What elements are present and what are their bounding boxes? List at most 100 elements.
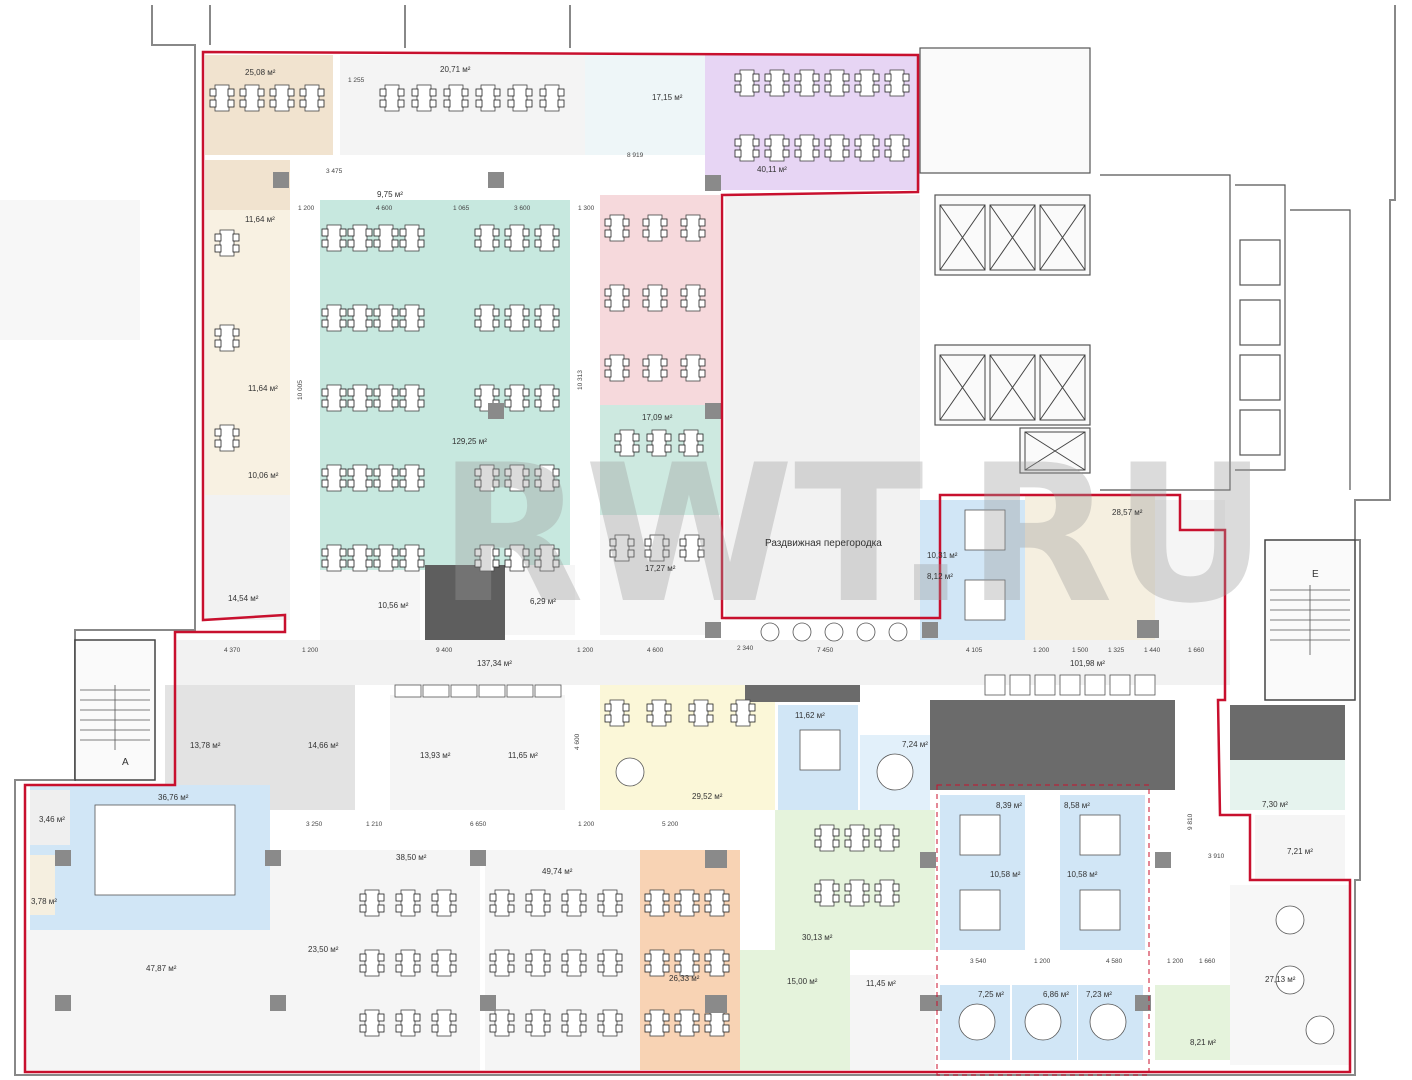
chair — [692, 953, 700, 962]
stair-a: A — [74, 639, 156, 781]
chair — [680, 358, 688, 367]
chair — [692, 964, 700, 973]
chair — [722, 1024, 730, 1033]
dimension: 3 910 — [1208, 853, 1225, 860]
chair — [646, 703, 654, 712]
chair — [347, 468, 355, 477]
chair — [522, 399, 530, 408]
chair — [662, 1024, 670, 1033]
room-office-lower — [270, 850, 355, 1070]
meeting-table — [964, 579, 1006, 621]
desk — [404, 384, 420, 412]
chair — [395, 964, 403, 973]
chair — [660, 358, 668, 367]
chair — [552, 468, 560, 477]
chair — [844, 828, 852, 837]
dimension: 4 370 — [224, 647, 241, 654]
desk — [378, 224, 394, 252]
chair — [365, 319, 373, 328]
desk — [602, 949, 618, 977]
desk — [679, 889, 695, 917]
desk — [693, 699, 709, 727]
desk — [404, 544, 420, 572]
chair — [391, 228, 399, 237]
room-area: 8,58 м² — [1064, 801, 1090, 810]
room-area: 11,45 м² — [866, 979, 896, 988]
chair — [399, 399, 407, 408]
desk — [651, 699, 667, 727]
chair — [214, 439, 222, 448]
desk — [326, 544, 342, 572]
dimension: 1 300 — [578, 205, 595, 212]
chair — [373, 548, 381, 557]
chair — [734, 138, 742, 147]
chair — [391, 559, 399, 568]
chair — [474, 228, 482, 237]
chair — [399, 559, 407, 568]
dimension: 10 313 — [577, 370, 584, 390]
chair — [782, 138, 790, 147]
chair — [543, 964, 551, 973]
chair — [752, 84, 760, 93]
chair — [722, 953, 730, 962]
room-meeting-twin — [390, 695, 565, 810]
chair — [678, 444, 686, 453]
chair — [399, 319, 407, 328]
chair — [431, 1024, 439, 1033]
room-area: 6,86 м² — [1043, 990, 1069, 999]
desk — [819, 824, 835, 852]
chair — [373, 388, 381, 397]
desk — [889, 69, 905, 97]
chair — [347, 479, 355, 488]
room-area: 129,25 м² — [452, 437, 487, 446]
chair — [884, 73, 892, 82]
chair — [377, 953, 385, 962]
room-right-dark — [1230, 705, 1345, 760]
chair — [373, 468, 381, 477]
chair — [489, 904, 497, 913]
chair — [492, 548, 500, 557]
room-area: 3,78 м² — [31, 897, 57, 906]
chair — [507, 1024, 515, 1033]
chair — [504, 559, 512, 568]
chair — [680, 299, 688, 308]
chair — [449, 893, 457, 902]
dimension: 1 200 — [298, 205, 315, 212]
room-area: 14,54 м² — [228, 594, 259, 603]
room-area: 7,23 м² — [1086, 990, 1112, 999]
desk — [739, 134, 755, 162]
room-area: 10,58 м² — [990, 870, 1021, 879]
chair — [688, 714, 696, 723]
chair — [844, 894, 852, 903]
chair — [395, 893, 403, 902]
chair — [752, 138, 760, 147]
chair — [391, 479, 399, 488]
desk — [651, 429, 667, 457]
chair — [413, 1013, 421, 1022]
chair — [534, 308, 542, 317]
round-table — [856, 622, 876, 642]
desk — [685, 214, 701, 242]
chair — [365, 388, 373, 397]
chair — [534, 559, 542, 568]
chair — [449, 953, 457, 962]
desk — [539, 384, 555, 412]
desk — [530, 1009, 546, 1037]
chair — [622, 714, 630, 723]
room-small-a — [30, 790, 70, 845]
meeting-table — [959, 889, 1001, 931]
chair — [475, 88, 483, 97]
desk — [679, 949, 695, 977]
chair — [534, 468, 542, 477]
dimension: 1 255 — [348, 77, 365, 84]
chair — [209, 88, 217, 97]
chair — [842, 84, 850, 93]
room-office-2 — [205, 305, 290, 405]
chair — [752, 149, 760, 158]
desk — [219, 324, 235, 352]
chair — [504, 228, 512, 237]
chair — [854, 138, 862, 147]
room-area: 9,75 м² — [377, 190, 403, 199]
chair — [884, 84, 892, 93]
chair — [579, 904, 587, 913]
